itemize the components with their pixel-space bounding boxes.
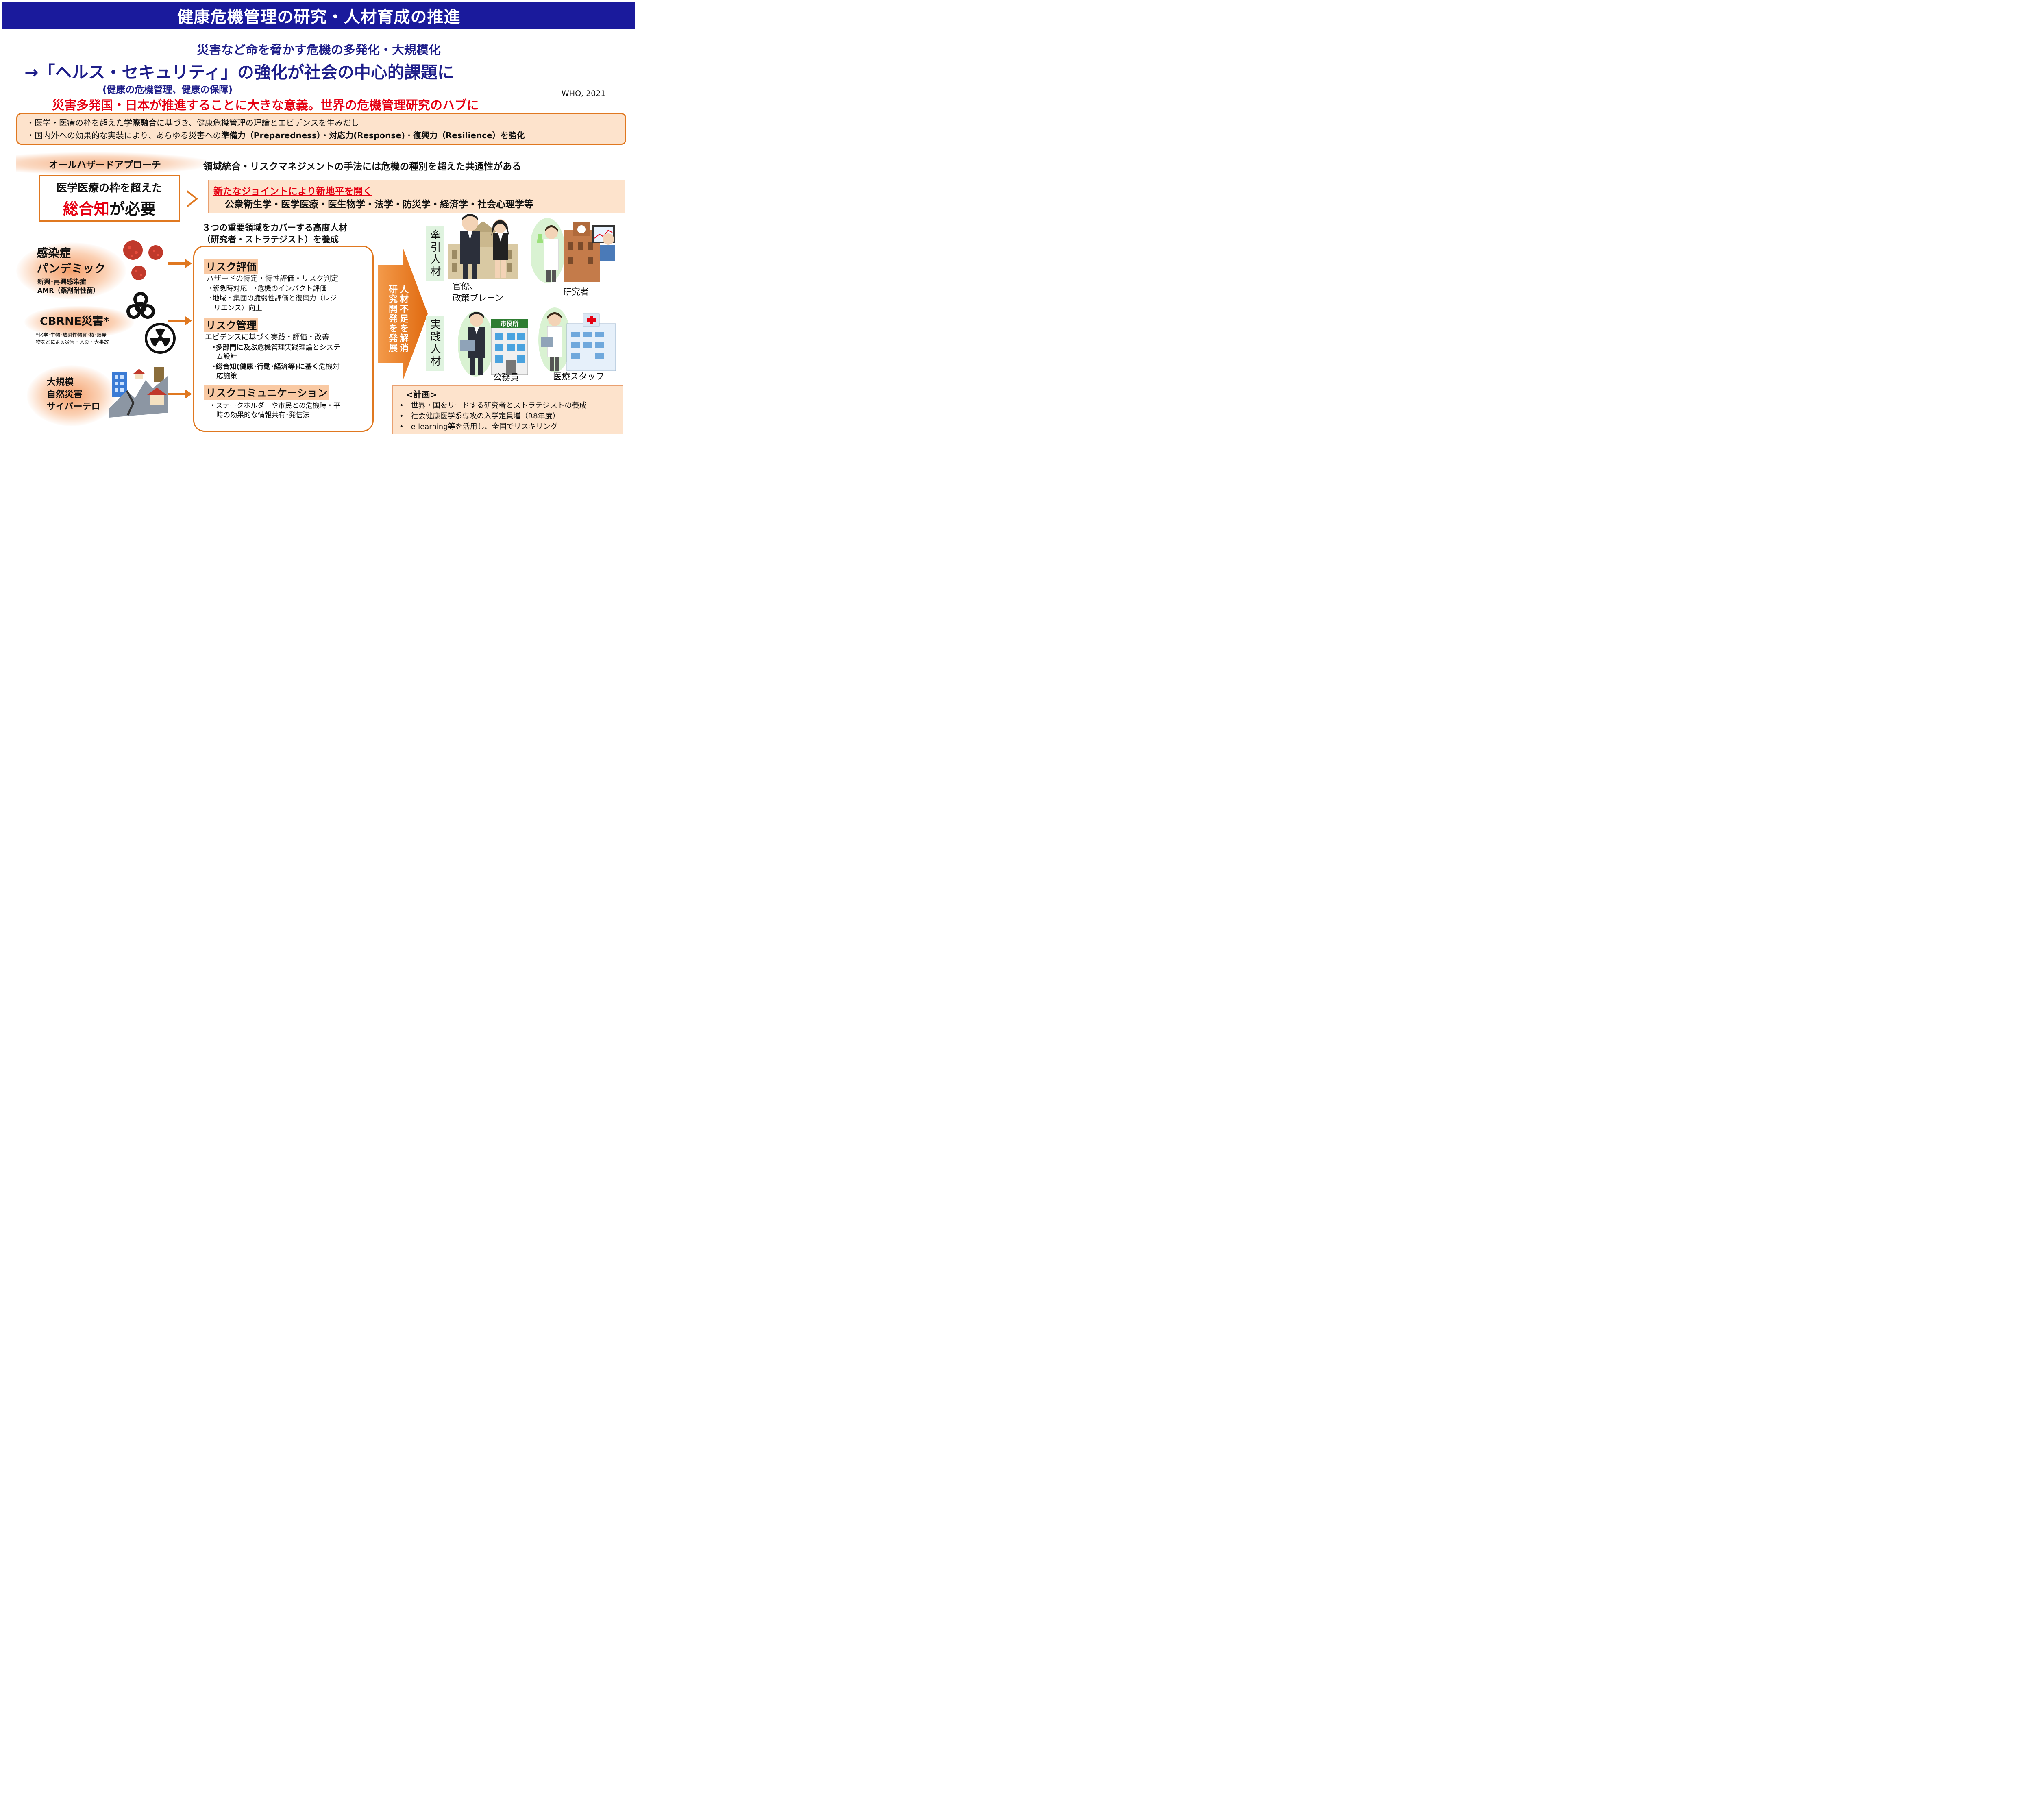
integrated-knowledge-box: 医学医療の枠を超えた 総合知が必要 — [39, 175, 180, 222]
risk-assessment-line: ハザードの特定・特性評価・リスク判定 — [207, 274, 338, 283]
biohazard-icon — [126, 292, 155, 319]
radiation-icon — [145, 323, 176, 354]
page-title: 健康危機管理の研究・人材育成の推進 — [177, 8, 461, 26]
risk-communication-heading: リスクコミュニケーション — [204, 385, 329, 400]
all-hazard-label: オールハザードアプローチ — [49, 160, 161, 170]
plan-item: • e-learning等を活用し、全国でリスキリング — [399, 422, 558, 431]
integrated-knowledge-line2: 総合知が必要 — [63, 200, 156, 218]
arrow-text-research: 研究開発を発展 — [387, 285, 397, 353]
risk-assessment-heading: リスク評価 — [204, 259, 259, 274]
arrow-text-shortage: 人材不足を解消 — [398, 285, 408, 353]
civil-servant-illustration: 市役所 — [458, 311, 528, 377]
risk-management-line: エビデンスに基づく実践・評価・改善 — [205, 333, 329, 342]
summary-line-2: ・国内外への効果的な実装により、あらゆる災害への準備力（Preparedness… — [26, 131, 525, 140]
risk-communication-line: ・ステークホルダーや市民との危機時・平 — [209, 402, 340, 410]
plan-item: • 社会健康医学系専攻の入学定員増（R8年度） — [399, 412, 560, 420]
earthquake-icon — [109, 367, 168, 418]
chevron-right-icon — [186, 190, 198, 207]
bureaucrat-illustration — [448, 214, 518, 279]
infection-glow — [16, 242, 126, 299]
risk-management-item-cont: ム設計 — [216, 353, 237, 361]
summary-box: ・医学・医療の枠を超えた学際融合に基づき、健康危機管理の理論とエビデンスを生みだ… — [16, 113, 626, 145]
practical-talent-tag: 実践人材 — [426, 316, 444, 371]
all-hazard-description: 領域統合・リスクマネジメントの手法には危機の種別を超えた共通性がある — [203, 161, 521, 172]
cbrne-note: *化学･生物･放射性物質･核･爆発 物などによる災害・人災・大事故 — [36, 332, 109, 345]
big-arrow-right — [378, 249, 428, 379]
summary-line-1: ・医学・医療の枠を超えた学際融合に基づき、健康危機管理の理論とエビデンスを生みだ… — [26, 118, 359, 128]
risk-assessment-line: ･緊急時対応 ･危機のインパクト評価 — [209, 285, 326, 293]
medical-staff-illustration — [538, 307, 616, 372]
disaster-title: 大規模 自然災害 サイバーテロ — [47, 377, 100, 412]
plan-title: <計画> — [406, 390, 438, 400]
human-resources-title: ３つの重要領域をカバーする高度人材 （研究者・ストラテジスト）を養成 — [202, 223, 347, 244]
leading-talent-tag: 牽引人材 — [426, 226, 444, 281]
bureaucrat-caption: 官僚、 政策ブレーン — [453, 281, 503, 303]
civil-servant-caption: 公務員 — [493, 372, 519, 382]
subtitle-health-security: →「ヘルス・セキュリティ」の強化が社会の中心的課題に — [24, 63, 454, 82]
risk-communication-line: 時の効果的な情報共有･発信法 — [216, 411, 310, 419]
joint-box: 新たなジョイントにより新地平を開く 公衆衛生学・医学医療・医生物学・法学・防災学… — [208, 180, 625, 213]
cbrne-glow — [24, 306, 134, 338]
risk-management-heading: リスク管理 — [204, 318, 259, 332]
plan-item: • 世界・国をリードする研究者とストラテジストの養成 — [399, 401, 587, 410]
subtitle-note: (健康の危機管理、健康の保障) — [102, 85, 233, 95]
arrow-disaster — [168, 390, 192, 398]
disaster-glow — [27, 365, 116, 426]
joint-fields: 公衆衛生学・医学医療・医生物学・法学・防災学・経済学・社会心理学等 — [225, 199, 533, 210]
source-citation: WHO, 2021 — [562, 89, 606, 98]
risk-assessment-line: ･地域・集団の脆弱性評価と復興力（レジ — [209, 294, 337, 303]
integrated-knowledge-line1: 医学医療の枠を超えた — [56, 182, 162, 194]
virus-icon — [123, 240, 163, 280]
researcher-illustration — [531, 218, 615, 283]
plan-box: <計画> • 世界・国をリードする研究者とストラテジストの養成 • 社会健康医学… — [392, 385, 623, 434]
risk-management-item: ･総合知(健康･行動･経済等)に基く危機対 — [212, 363, 340, 371]
risk-management-item: ･多部門に及ぶ危機管理実践理論とシステ — [212, 344, 340, 352]
risk-assessment-line: リエンス）向上 — [214, 304, 262, 312]
medical-staff-caption: 医療スタッフ — [553, 372, 604, 381]
cbrne-title: CBRNE災害* — [40, 315, 109, 328]
title-banner: 健康危機管理の研究・人材育成の推進 — [2, 2, 635, 29]
risk-management-item-cont: 応施策 — [216, 372, 237, 380]
joint-title: 新たなジョイントにより新地平を開く — [213, 186, 372, 197]
hub-statement: 災害多発国・日本が推進することに大きな意義。世界の危機管理研究のハブに — [52, 98, 479, 113]
infection-subtitle: 新興･再興感染症 AMR（薬剤耐性菌） — [37, 278, 100, 294]
city-hall-sign: 市役所 — [500, 320, 518, 327]
researcher-caption: 研究者 — [563, 287, 589, 297]
infection-title: 感染症 パンデミック — [37, 246, 106, 275]
subtitle-crisis: 災害など命を脅かす危機の多発化・大規模化 — [197, 43, 441, 57]
arrow-cbrne — [168, 316, 192, 325]
arrow-infection — [168, 259, 192, 268]
all-hazard-glow — [16, 152, 211, 175]
risk-areas-box: リスク評価 ハザードの特定・特性評価・リスク判定 ･緊急時対応 ･危機のインパク… — [193, 246, 374, 432]
